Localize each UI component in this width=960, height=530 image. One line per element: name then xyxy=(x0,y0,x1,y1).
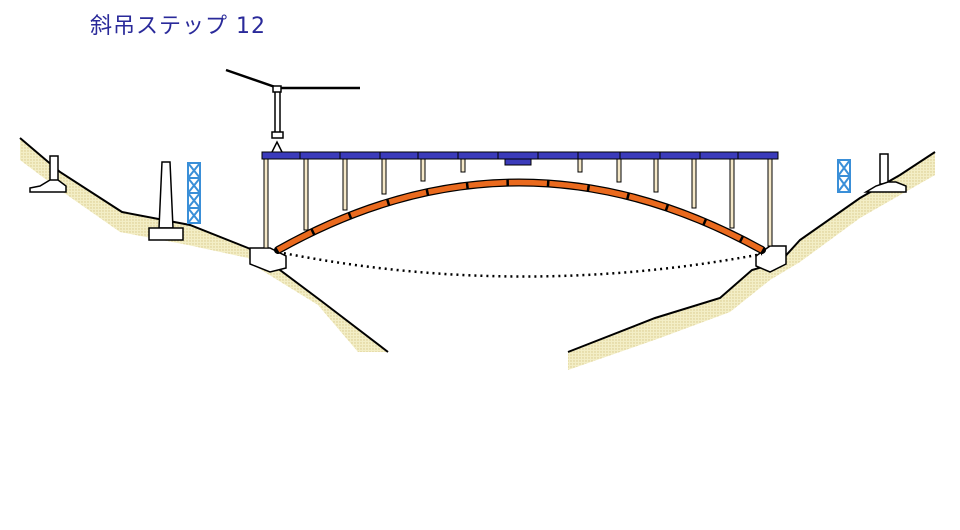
left-pier-icon xyxy=(148,161,184,241)
right-abutment-icon xyxy=(863,153,907,193)
temporary-tie-line xyxy=(277,250,763,278)
spandrel-columns xyxy=(263,157,773,249)
left-ground xyxy=(19,137,389,353)
deck-girder xyxy=(261,151,779,160)
left-tower-icon xyxy=(187,162,201,224)
left-springing-block xyxy=(249,247,287,273)
arch-rib-segments xyxy=(276,179,764,253)
page-title: 斜吊ステップ 12 xyxy=(90,14,266,39)
right-tower-icon xyxy=(837,159,851,193)
left-abutment-icon xyxy=(29,155,67,193)
crane-icon xyxy=(225,68,360,153)
